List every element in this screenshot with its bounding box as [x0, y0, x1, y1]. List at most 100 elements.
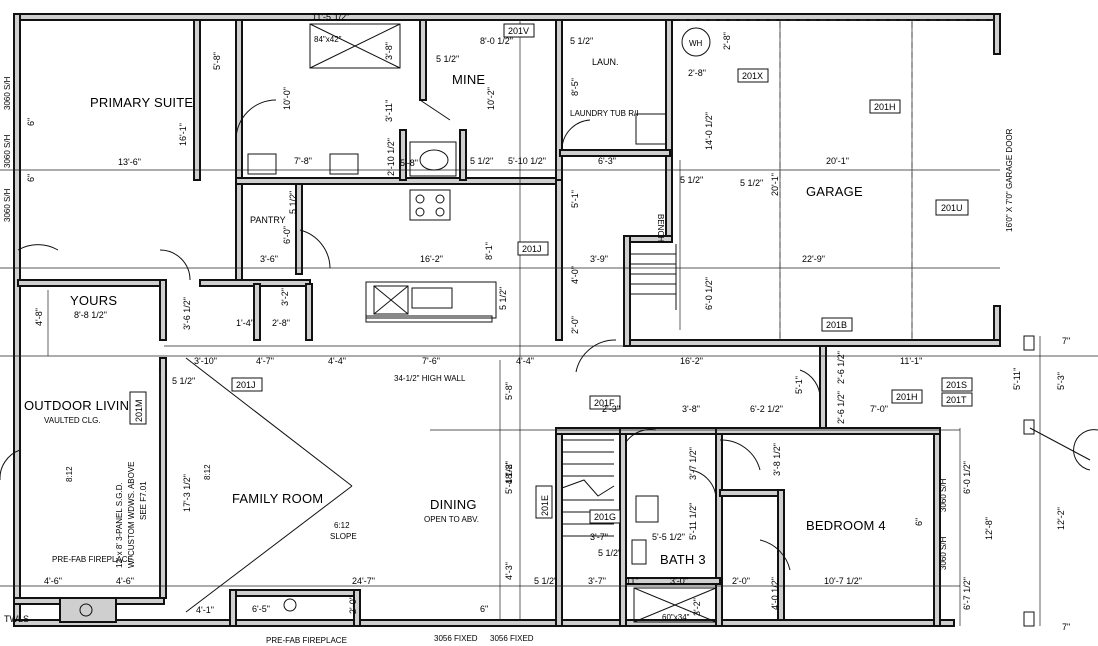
dim: 7"	[1062, 622, 1070, 632]
svg-text:201G: 201G	[594, 512, 616, 522]
dim: 4'-8"	[34, 308, 44, 326]
tag-201t: 201T	[941, 392, 973, 407]
dim: 2'-6 1/2"	[836, 351, 846, 384]
dim: 3'-6"	[260, 254, 278, 264]
dim: 3'-11"	[384, 100, 394, 122]
dim: 3'-7"	[590, 532, 608, 542]
garage-label: GARAGE	[806, 184, 863, 199]
dim: 6'-3"	[598, 156, 616, 166]
dim: 4'-3"	[504, 562, 514, 580]
dim: 10'-2"	[486, 87, 496, 110]
dining-open-label: OPEN TO ABV.	[424, 515, 479, 524]
tag-201h-top: 201H	[869, 99, 901, 114]
dim: 3'-7"	[588, 576, 606, 586]
dim: 16'-2"	[420, 254, 443, 264]
fixtures	[0, 19, 1098, 627]
outdoor-vaulted-label: VAULTED CLG.	[44, 416, 101, 425]
fixed-window-b: 3056 FIXED	[490, 634, 534, 643]
dim: 24'-7"	[352, 576, 375, 586]
dim: 5 1/2"	[740, 178, 763, 188]
dim: 4'-4"	[328, 356, 346, 366]
bath-3-label: BATH 3	[660, 552, 706, 567]
dining-label: DINING	[430, 497, 477, 512]
yours-dimension: 8'-8 1/2"	[74, 310, 107, 320]
mine-label: MINE	[452, 72, 485, 87]
dim: 8'-0 1/2"	[480, 36, 513, 46]
dim: 6'-2 1/2"	[750, 404, 783, 414]
dim: 5 1/2"	[288, 191, 298, 214]
window-bed4-b: 3060 S/H	[939, 536, 948, 570]
dim: 17'-3 1/2"	[182, 474, 192, 512]
sgd-label: 12' x 8' 3-PANEL S.G.D.	[115, 482, 124, 568]
svg-text:201H: 201H	[896, 392, 918, 402]
fixed-window-a: 3056 FIXED	[434, 634, 478, 643]
tag-201j-mid: 201J	[231, 377, 263, 392]
dim: 6"	[480, 604, 488, 614]
svg-text:201H: 201H	[874, 102, 896, 112]
window-left-b: 3060 S/H	[3, 134, 12, 168]
dim: 5'-8"	[212, 52, 222, 70]
dim: 5'-1"	[794, 376, 804, 394]
outdoor-living-label: OUTDOOR LIVING	[24, 398, 139, 413]
dim: 8'-1"	[484, 242, 494, 260]
svg-text:201U: 201U	[941, 203, 963, 213]
svg-text:201E: 201E	[540, 495, 550, 516]
dim: 4'-7"	[256, 356, 274, 366]
dim: 5'-3"	[1056, 372, 1066, 390]
dim: 3'-7 1/2"	[688, 447, 698, 480]
tag-201b: 201B	[821, 317, 853, 332]
tag-201x: 201X	[737, 68, 769, 83]
dim: 4'-6"	[44, 576, 62, 586]
dim: 20'-1"	[770, 173, 780, 196]
bench-label: BENCH	[656, 214, 665, 242]
dim: 4'-4"	[516, 356, 534, 366]
garage-door-label: 16'0" X 7'0" GARAGE DOOR	[1005, 128, 1014, 232]
svg-text:201M: 201M	[134, 399, 144, 422]
dim: 5 1/2"	[470, 156, 493, 166]
family-slope-word: SLOPE	[330, 532, 357, 541]
dim: 2'-6 1/2"	[836, 391, 846, 424]
dim: 4'-1"	[196, 605, 214, 615]
dim: 5'-4 1/2"	[504, 461, 514, 494]
primary-suite-label: PRIMARY SUITE	[90, 95, 193, 110]
family-room-label: FAMILY ROOM	[232, 491, 323, 506]
dim: 6'-0 1/2"	[704, 277, 714, 310]
window-left-c: 3060 S/H	[3, 188, 12, 222]
dim: 3'-0"	[670, 576, 688, 586]
outdoor-fireplace-label: PRE-FAB FIREPLACE	[52, 555, 133, 564]
laundry-tub-label: LAUNDRY TUB R/I	[570, 109, 638, 118]
dim: 3'-6 1/2"	[182, 297, 192, 330]
dim: 4'-6"	[116, 576, 134, 586]
dim: 2'-0"	[732, 576, 750, 586]
room-labels: PRIMARY SUITE MINE YOURS 8'-8 1/2" PANTR…	[3, 35, 1014, 645]
bedroom-4-label: BEDROOM 4	[806, 518, 886, 533]
family-fireplace-label: PRE-FAB FIREPLACE	[266, 636, 347, 645]
dim: 3'-8 1/2"	[772, 443, 782, 476]
dim: 3'-2"	[692, 598, 702, 616]
dim: 5'-11 1/2"	[688, 503, 698, 540]
shower-bath3-size: 60"x34"	[662, 613, 690, 622]
dim: 7'-0"	[870, 404, 888, 414]
dim: 6"	[26, 118, 36, 126]
tag-201e: 201E	[535, 485, 553, 519]
dim: 8'-5"	[570, 78, 580, 96]
dim: 2'-8"	[688, 68, 706, 78]
dim: 14'-0 1/2"	[704, 112, 714, 150]
dim: 22'-9"	[802, 254, 825, 264]
yours-label: YOURS	[70, 293, 117, 308]
window-bed4-a: 3060 S/H	[939, 478, 948, 512]
tag-201u: 201U	[935, 199, 969, 216]
family-left-slope-ratio: 8:12	[203, 464, 212, 480]
tag-201g: 201G	[589, 509, 621, 524]
dim: 5 1/2"	[598, 548, 621, 558]
shower-primary-size: 84"x42"	[314, 35, 342, 44]
svg-text:201S: 201S	[946, 380, 967, 390]
tag-201j-top: 201J	[517, 241, 549, 256]
dim: 4'-0 1/2"	[770, 577, 780, 610]
dim: 5 1/2"	[680, 175, 703, 185]
dim: 16'-1"	[178, 123, 188, 146]
high-wall-label: 34-1/2" HIGH WALL	[394, 374, 466, 383]
dim: 3'-2"	[280, 288, 290, 306]
dim: 5 1/2"	[498, 287, 508, 310]
